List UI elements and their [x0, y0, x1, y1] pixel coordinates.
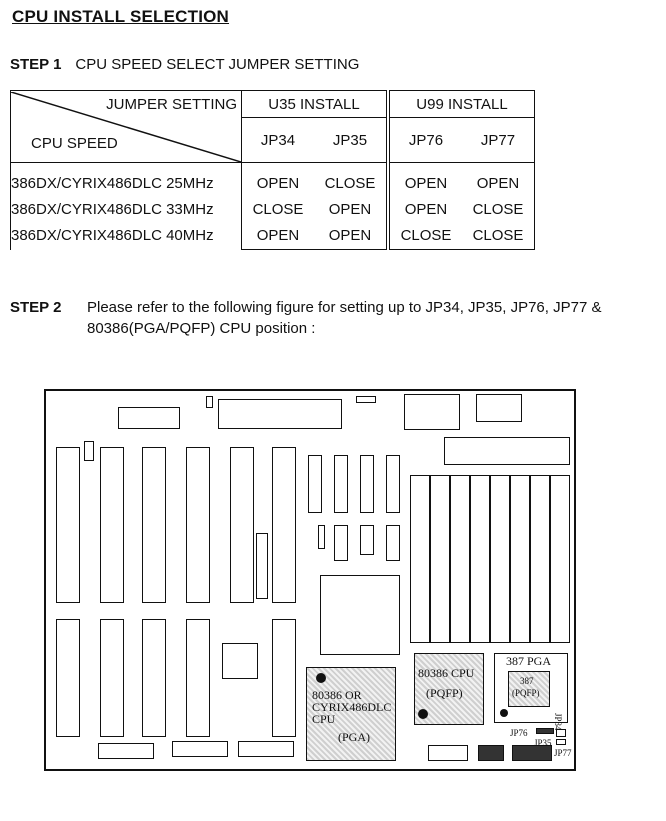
- group-header-u99: U99 INSTALL: [386, 90, 535, 118]
- isa-slot: [550, 475, 570, 643]
- fpu-387-chip: [508, 671, 550, 707]
- top-right-chip: [444, 437, 570, 465]
- pga-label-4: (PGA): [338, 730, 370, 744]
- bottom-connector: [172, 741, 228, 757]
- simm-slot: [142, 619, 166, 737]
- power-connector: [476, 394, 522, 422]
- pga-label-3: CPU: [312, 712, 336, 726]
- jp76-jumper: [536, 728, 554, 734]
- simm-slot: [56, 619, 80, 737]
- isa-slot: [410, 475, 430, 643]
- step1-label: STEP 1: [10, 56, 62, 73]
- step2-text: Please refer to the following figure for…: [87, 299, 602, 337]
- jumper-table: JUMPER SETTING CPU SPEED U35 INSTALL U99…: [10, 90, 535, 250]
- step2-label: STEP 2: [10, 299, 62, 316]
- small-component: [206, 396, 213, 408]
- step1-heading: STEP 1 CPU SPEED SELECT JUMPER SETTING: [10, 56, 359, 73]
- square-chip: [222, 643, 258, 679]
- pga-label-1: 80386 OR: [312, 688, 362, 702]
- corner-bottom-label: CPU SPEED: [31, 134, 118, 152]
- bottom-connector: [428, 745, 468, 761]
- simm-slot: [100, 447, 124, 603]
- pga-label-2: CYRIX486DLC: [312, 700, 392, 714]
- simm-slot: [186, 447, 210, 603]
- top-connector: [118, 407, 180, 429]
- motherboard-diagram: 80386 OR CYRIX486DLC CPU (PGA) 80386 CPU…: [44, 389, 576, 771]
- bios-chip: [218, 399, 342, 429]
- isa-slot: [490, 475, 510, 643]
- col-header-jp76: JP76: [386, 117, 462, 163]
- pqfp-label-2: (PQFP): [426, 686, 463, 700]
- page-title: CPU INSTALL SELECTION: [12, 7, 230, 26]
- dip-chip: [386, 525, 400, 561]
- bottom-connector: [98, 743, 154, 759]
- dark-chip: [478, 745, 504, 761]
- isa-slot: [530, 475, 550, 643]
- jp34-label: JP34: [553, 713, 563, 731]
- col-header-jp77: JP77: [462, 117, 535, 163]
- corner-diagonal: [11, 91, 241, 162]
- jp76-label: JP76: [510, 728, 528, 738]
- fpu-title: 387 PGA: [506, 654, 552, 668]
- jp35-jumper: [556, 729, 566, 737]
- small-chip: [318, 525, 325, 549]
- dip-chip: [308, 455, 322, 513]
- fpu-inner-1: 387: [520, 676, 534, 686]
- pin1-dot: [418, 709, 428, 719]
- simm-slot: [56, 447, 80, 603]
- corner-top-label: JUMPER SETTING: [106, 95, 237, 113]
- simm-slot: [186, 619, 210, 737]
- isa-slot: [450, 475, 470, 643]
- jp77-label: JP77: [554, 748, 572, 758]
- col-header-jp35: JP35: [314, 117, 389, 163]
- vertical-chip: [256, 533, 268, 599]
- dip-chip: [334, 455, 348, 513]
- pqfp-label-1: 80386 CPU: [418, 666, 475, 680]
- pin1-dot: [500, 709, 508, 717]
- step1-text: CPU SPEED SELECT JUMPER SETTING: [75, 56, 360, 73]
- dip-chip: [334, 525, 348, 561]
- simm-slot: [272, 447, 296, 603]
- table-corner-cell: JUMPER SETTING CPU SPEED: [10, 90, 242, 163]
- small-chip: [84, 441, 94, 461]
- pin1-dot: [316, 673, 326, 683]
- dip-chip: [386, 455, 400, 513]
- simm-slot: [100, 619, 124, 737]
- small-connector: [356, 396, 376, 403]
- simm-slot: [272, 619, 296, 737]
- jp35-label: JP35: [534, 738, 552, 748]
- col-header-jp34: JP34: [241, 117, 314, 163]
- fpu-inner-2: (PQFP): [512, 688, 540, 698]
- jp77-jumper: [556, 739, 566, 745]
- simm-slot: [230, 447, 254, 603]
- isa-slot: [430, 475, 450, 643]
- dark-chip: [512, 745, 552, 761]
- chipset: [320, 575, 400, 655]
- simm-slot: [142, 447, 166, 603]
- dip-chip: [360, 455, 374, 513]
- isa-slot: [510, 475, 530, 643]
- dip-chip: [360, 525, 374, 555]
- group-header-u35: U35 INSTALL: [241, 90, 389, 118]
- isa-slot: [470, 475, 490, 643]
- kb-connector: [404, 394, 460, 430]
- bottom-connector: [238, 741, 294, 757]
